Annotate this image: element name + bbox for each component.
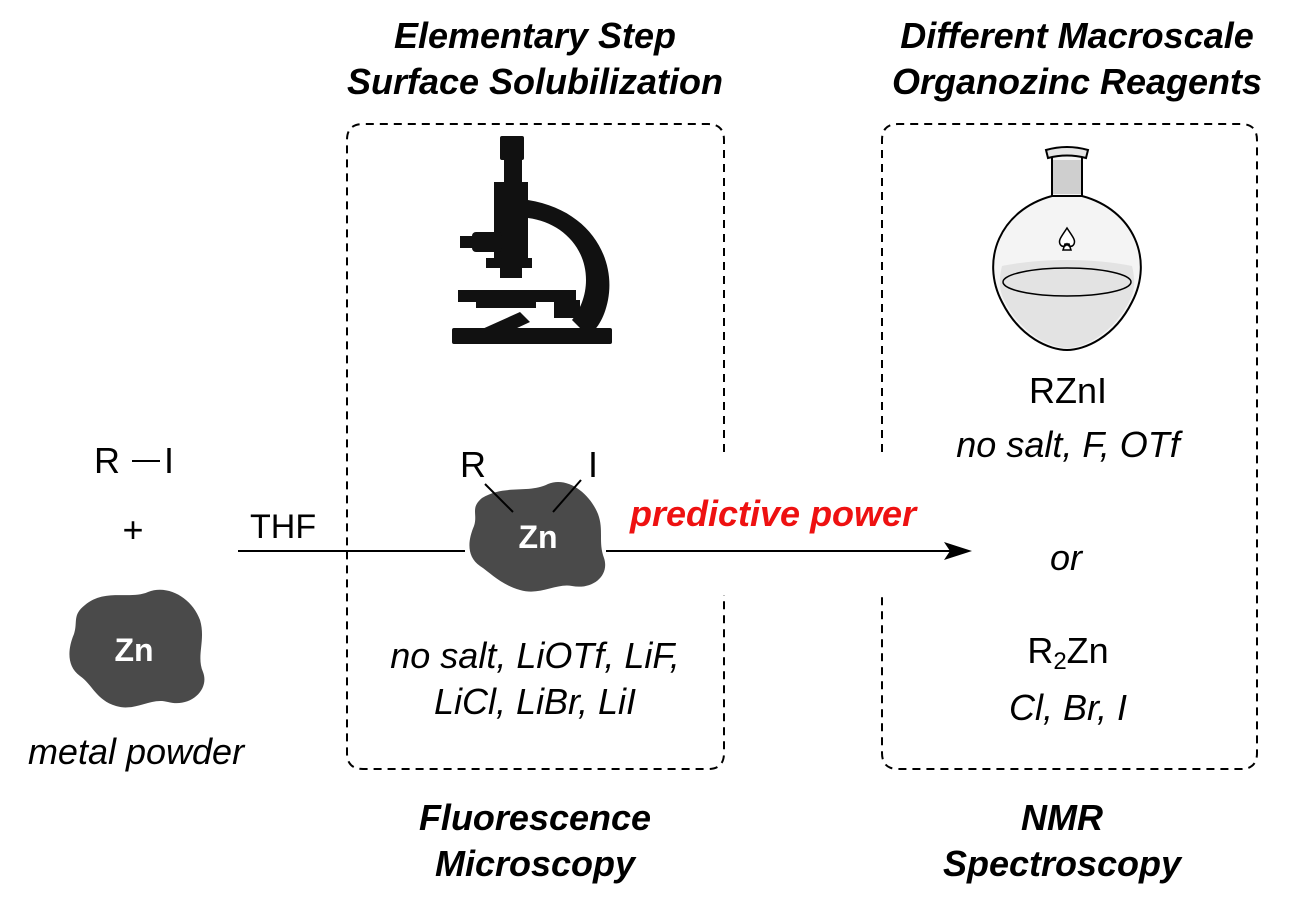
surface-r-label: R xyxy=(460,444,486,485)
product-r2zn: R2Zn xyxy=(1027,633,1108,674)
round-bottom-flask-icon xyxy=(992,146,1142,352)
microscope-icon xyxy=(452,136,612,344)
surface-zinc-label: Zn xyxy=(518,519,558,555)
reactant-i-label: I xyxy=(164,440,175,481)
dashed-box-nmr xyxy=(881,123,1258,770)
dashed-box-microscopy xyxy=(346,123,725,770)
surface-salts-line2: LiCl, LiBr, LiI xyxy=(433,681,637,722)
surface-zinc-particle-icon xyxy=(469,479,606,592)
plus-sign: + xyxy=(122,509,144,550)
surface-salts-line1: no salt, LiOTf, LiF, xyxy=(390,635,680,676)
product-r2zn-r: R xyxy=(1027,630,1054,671)
heading-surface-solubilization: Surface Solubilization xyxy=(346,61,724,102)
heading-spectroscopy: Spectroscopy xyxy=(942,843,1182,884)
product-r2zn-salts: Cl, Br, I xyxy=(1008,687,1128,728)
heading-different-macroscale: Different Macroscale xyxy=(900,15,1254,56)
heading-nmr: NMR xyxy=(1021,797,1103,838)
metal-powder-caption: metal powder xyxy=(27,731,245,772)
arrow-label-predictive-power: predictive power xyxy=(630,493,917,534)
zinc-label: Zn xyxy=(114,632,154,668)
or-label: or xyxy=(1049,537,1083,578)
heading-microscopy: Microscopy xyxy=(434,843,636,884)
product-r2zn-subscript: 2 xyxy=(1053,648,1067,675)
product-rzni-salts: no salt, F, OTf xyxy=(956,424,1180,465)
product-rzni: RZnI xyxy=(1028,370,1108,411)
solvent-label: THF xyxy=(250,508,317,546)
zinc-particle-icon xyxy=(69,589,205,708)
heading-elementary-step: Elementary Step xyxy=(393,15,677,56)
reactant-r-label: R xyxy=(94,440,120,481)
reaction-arrowhead xyxy=(944,542,972,560)
heading-fluorescence: Fluorescence xyxy=(418,797,652,838)
product-r2zn-zn: Zn xyxy=(1066,630,1109,671)
surface-i-label: I xyxy=(588,444,599,485)
heading-organozinc-reagents: Organozinc Reagents xyxy=(891,61,1263,102)
